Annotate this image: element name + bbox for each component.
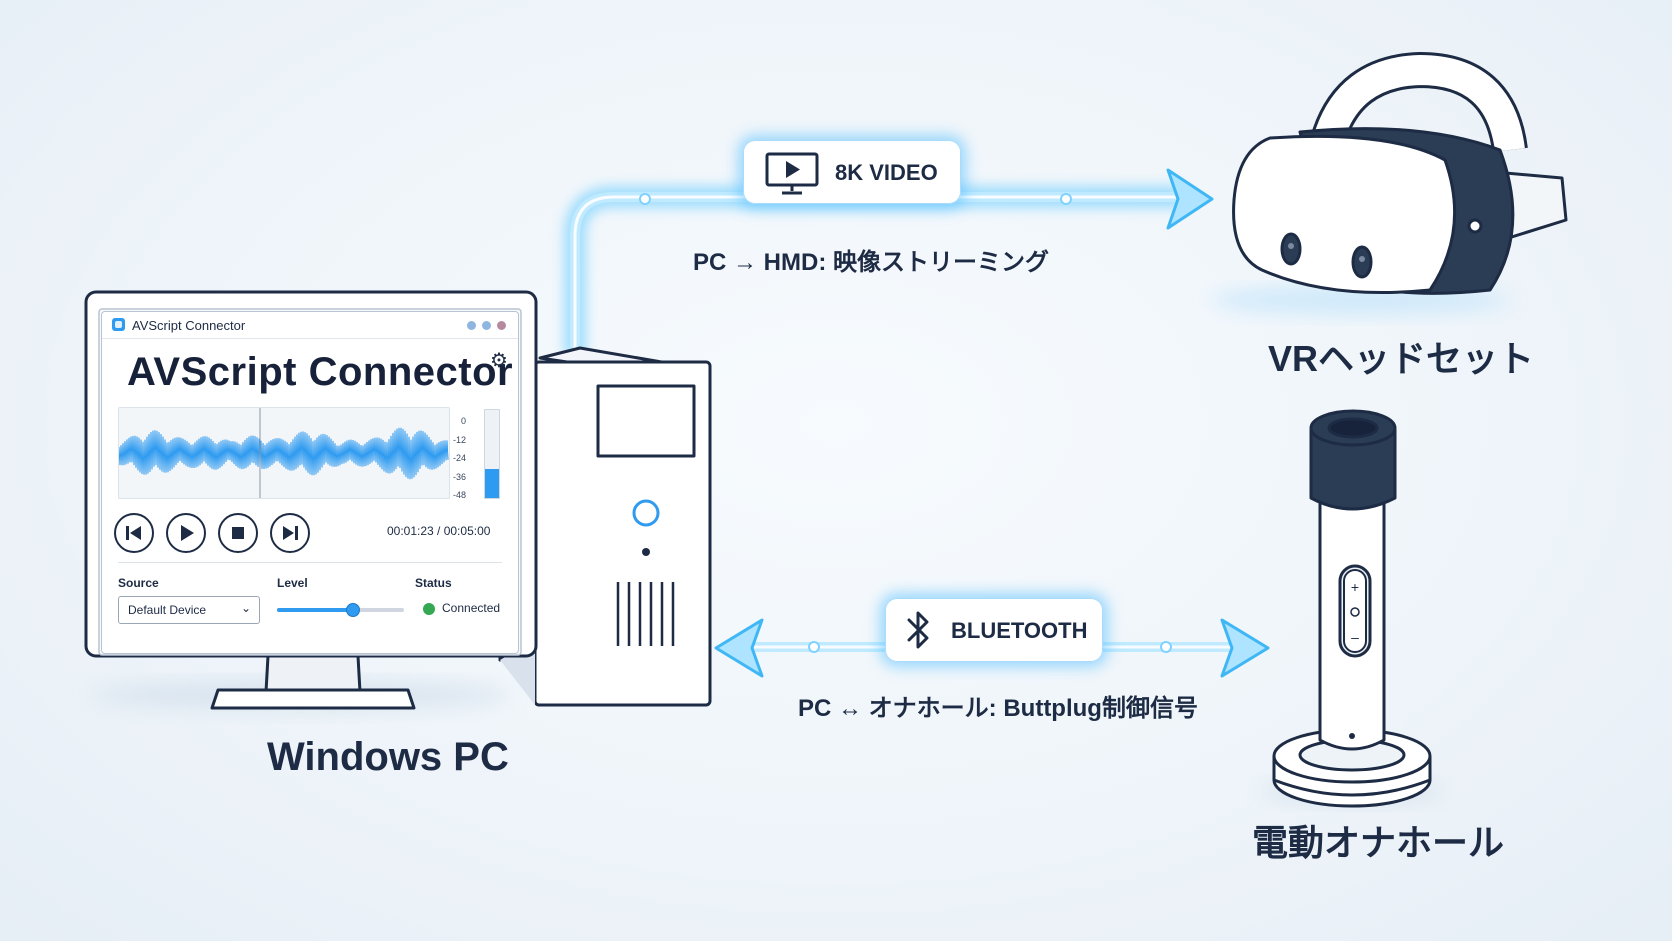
video-caption: PC → HMD: 映像ストリーミング [693,249,1049,276]
play-icon [181,525,194,541]
bluetooth-pill: BLUETOOTH [885,598,1103,662]
stop-icon [232,527,244,539]
settings-gear-icon[interactable]: ⚙ [490,350,508,372]
waveform-display[interactable] [118,407,450,499]
source-select-value: Default Device [128,603,207,617]
stop-button[interactable] [218,513,258,553]
play-button[interactable] [166,513,206,553]
toy-label: 電動オナホール [1252,822,1505,863]
vr-headset [1232,52,1568,295]
window-maximize-button[interactable] [482,321,491,330]
skip-forward-icon [283,526,298,540]
bluetooth-pill-label: BLUETOOTH [951,618,1088,643]
video-stream-arrow [564,168,1214,355]
source-label: Source [118,576,159,590]
status-value: Connected [442,601,501,615]
app-window: AVScript Connector AVScript Connector ⚙ … [101,311,519,654]
level-meter [484,409,500,499]
chevron-down-icon: ⌄ [240,601,251,615]
video-pill-label: 8K VIDEO [835,160,938,185]
svg-text:–: – [1351,629,1359,645]
app-heading: AVScript Connector [127,350,514,394]
waveform-line [118,427,449,480]
window-minimize-button[interactable] [467,321,476,330]
monitor-play-icon [765,152,819,195]
waveform-graphic [118,408,449,498]
meter-scale: 0 -12 -24 -36 -48 [438,416,466,509]
svg-text:+: + [1351,579,1359,595]
pc-label: Windows PC [267,735,509,779]
level-slider[interactable] [277,603,404,617]
divider [118,562,502,563]
electric-toy: + – [1272,409,1432,808]
level-slider-thumb[interactable] [346,603,361,617]
skip-forward-button[interactable] [270,513,310,553]
level-label: Level [277,576,308,590]
meter-label: -36 [452,471,466,482]
level-meter-fill [485,468,499,498]
meter-label: -24 [452,453,466,463]
window-title: AVScript Connector [132,318,246,333]
playback-time: 00:01:23 / 00:05:00 [387,524,491,538]
video-pill: 8K VIDEO [743,140,961,204]
status-label: Status [415,576,452,590]
window-close-button[interactable] [497,321,506,330]
meter-label: -48 [452,490,466,500]
meter-label: 0 [460,416,466,426]
bluetooth-caption: PC ↔ オナホール: Buttplug制御信号 [798,695,1198,722]
app-logo-icon [112,318,125,331]
app-titlebar: AVScript Connector [102,312,518,339]
skip-back-button[interactable] [114,513,154,553]
headset-label: VRヘッドセット [1268,338,1535,379]
meter-label: -12 [452,434,466,445]
status-indicator-icon [423,603,435,615]
source-select[interactable]: Default Device ⌄ [118,596,260,624]
skip-back-icon [126,526,141,540]
level-slider-fill [277,608,354,612]
bluetooth-icon [907,611,929,649]
